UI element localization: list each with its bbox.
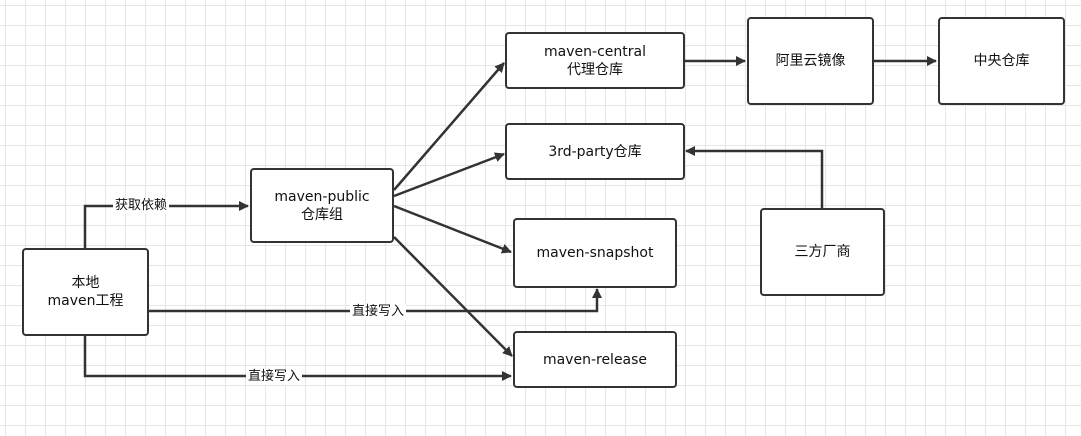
vendor-node-label: 三方厂商 [794,244,851,260]
edge-label-write-release: 直接写入 [246,369,303,385]
thirdparty-node-label: 3rd-party仓库 [548,143,642,160]
maven-snapshot-node[interactable]: maven-snapshot [513,218,677,288]
edge-public-to-central [393,62,505,191]
local-maven-project-node[interactable]: 本地 maven工程 [22,248,149,336]
edge-local-to-release [83,336,512,381]
edge-vendor-to-thirdparty [685,146,824,208]
aliyun-node-label: 阿里云镜像 [775,53,846,69]
edge-public-to-thirdparty [393,152,505,198]
edge-local-to-snapshot [149,288,602,313]
release-node-label: maven-release [542,351,648,368]
maven-central-node[interactable]: maven-central 代理仓库 [505,32,685,89]
edge-label-write-snapshot: 直接写入 [350,304,407,320]
central-repository-node[interactable]: 中央仓库 [938,17,1065,105]
third-party-vendor-node[interactable]: 三方厂商 [760,208,885,296]
edge-label-fetch-deps: 获取依赖 [113,198,170,214]
public-node-line2: 仓库组 [301,206,343,223]
edge-public-to-snapshot [393,204,512,254]
central-node-line2: 代理仓库 [567,61,623,78]
public-node-line1: maven-public [274,188,370,205]
third-party-repo-node[interactable]: 3rd-party仓库 [505,123,685,180]
aliyun-mirror-node[interactable]: 阿里云镜像 [747,17,874,105]
maven-release-node[interactable]: maven-release [513,331,677,388]
edge-public-to-release [393,236,513,357]
maven-public-node[interactable]: maven-public 仓库组 [250,168,394,243]
central-node-line1: maven-central [544,43,646,60]
central-repo-node-label: 中央仓库 [973,53,1030,69]
snapshot-node-label: maven-snapshot [536,245,654,261]
edge-local-to-public [83,201,249,248]
local-node-line1: 本地 [71,275,100,291]
local-node-line2: maven工程 [47,293,124,309]
